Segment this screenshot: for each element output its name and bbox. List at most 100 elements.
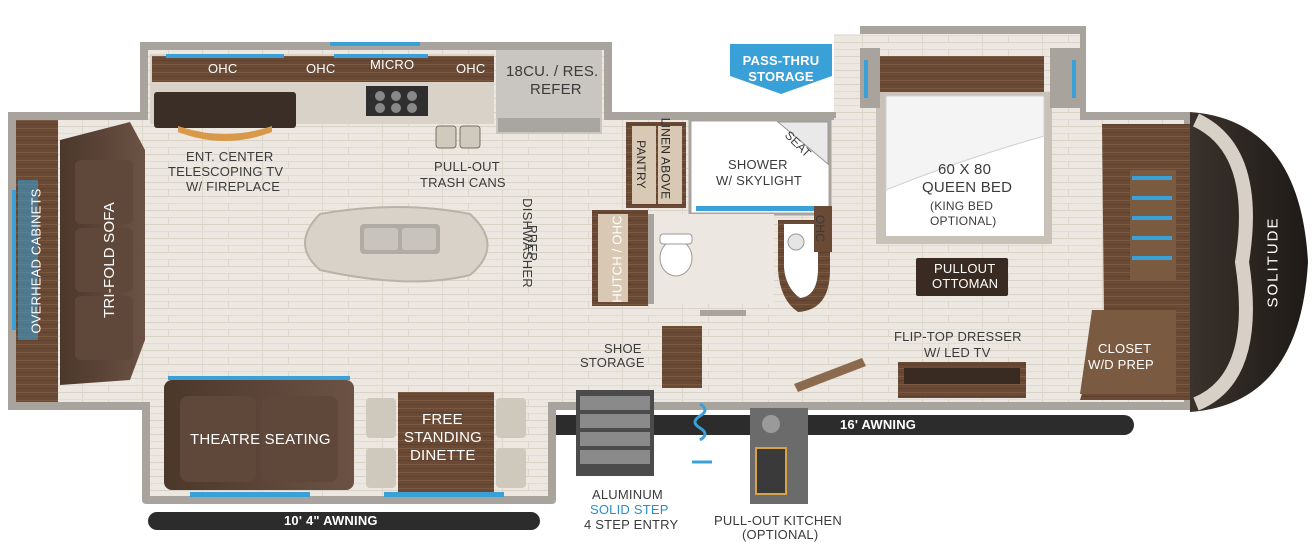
- ohc-right-cabinet: [432, 56, 494, 82]
- ent-center-label-3: w/ FIREPLACE: [186, 179, 281, 194]
- sofa-cushion-1: [75, 160, 133, 224]
- grill-icon: [755, 447, 787, 495]
- ottoman-label-1: PULLOUT: [934, 261, 996, 276]
- shoe-storage-cabinet: [662, 326, 702, 388]
- hutch-inner: [598, 214, 628, 302]
- queen-label-3: (KING BED: [930, 199, 994, 213]
- ohc-left-cabinet: [152, 56, 302, 82]
- overhead-cabinets-label: OVERHEAD CABINETS: [28, 188, 44, 334]
- sofa-cushion-2: [75, 228, 133, 292]
- dishwasher-label-2: PREP: [525, 224, 541, 262]
- theatre-seat-right: [262, 396, 338, 482]
- pass-thru-label-2: STORAGE: [748, 69, 814, 84]
- ent-center-base: [154, 92, 296, 128]
- refer-label-1: 18CU. / RES.: [506, 63, 599, 80]
- queen-label-1: 60 x 80: [938, 161, 992, 178]
- trash-label-1: PULL-OUT: [434, 159, 500, 174]
- theatre-light: [168, 376, 350, 380]
- pull-out-kitchen-label-2: (OPTIONAL): [742, 527, 819, 542]
- front-cap-swoosh: [1192, 113, 1253, 411]
- ent-center-label-2: TELESCOPING TV: [168, 164, 284, 179]
- step-label-3: 4 STEP ENTRY: [584, 517, 679, 532]
- kitchen-top-window: [330, 42, 420, 46]
- ohc-right-label: OHC: [456, 61, 486, 76]
- pullout-ottoman: [916, 258, 1008, 296]
- trifold-sofa-label: TRI-FOLD SOFA: [100, 202, 118, 318]
- shoe-storage-label-1: SHOE: [604, 341, 642, 356]
- ohc-mid-label: OHC: [306, 61, 336, 76]
- overhead-cabinets-light: [18, 180, 38, 340]
- dinette-chair-1: [366, 398, 396, 438]
- dinette-chair-4: [496, 448, 526, 488]
- water-hose-icon: [692, 402, 712, 464]
- bath-partition: [648, 214, 654, 304]
- pass-thru-label-1: PASS-THRU: [742, 53, 820, 68]
- left-wall-window: [12, 190, 16, 330]
- dinette-window: [384, 492, 504, 497]
- step-label-2: SOLID STEP: [590, 502, 669, 517]
- queen-label-4: OPTIONAL): [930, 214, 997, 228]
- shower-label-1: SHOWER: [728, 157, 788, 172]
- sofa-cushion-3: [75, 296, 133, 360]
- linen-above-label: LINEN ABOVE: [658, 117, 673, 200]
- ohc-left-label: OHC: [208, 61, 238, 76]
- toilet-icon: [659, 239, 693, 277]
- bathroom-wall: [686, 112, 836, 118]
- micro-light: [334, 54, 428, 58]
- refer-label-2: REFER: [530, 81, 582, 98]
- pantry-label: PANTRY: [633, 140, 648, 189]
- trash-can-2: [459, 125, 481, 149]
- dresser-label-2: w/ LED TV: [924, 345, 991, 360]
- bed-headboard: [880, 56, 1044, 96]
- ottoman-label-2: OTTOMAN: [932, 276, 999, 291]
- pass-thru-arrow-icon: [730, 44, 832, 94]
- fireplace-glow: [178, 126, 272, 141]
- theatre-label: THEATRE SEATING: [190, 431, 331, 448]
- trash-label-2: TRASH CANS: [420, 175, 506, 190]
- ohc-bath-label: OHC: [813, 214, 828, 243]
- dinette-table: [398, 392, 494, 492]
- linen-inner: [658, 126, 682, 204]
- awning-10-bar: [148, 512, 540, 530]
- hutch-label: HUTCH / OHC: [609, 215, 625, 303]
- pull-out-kitchen-label-1: PULL-OUT KITCHEN: [714, 513, 842, 528]
- awning-16-label: 16' AWNING: [840, 417, 917, 432]
- bedroom-door: [794, 358, 866, 392]
- ohc-left-light: [166, 54, 284, 58]
- dinette-label-1: FREE: [422, 411, 463, 428]
- awning-16-bar: [546, 415, 1134, 435]
- dinette-chair-3: [496, 398, 526, 438]
- awning-10-label: 10' 4" AWNING: [284, 513, 378, 528]
- step-label-1: ALUMINUM: [592, 487, 663, 502]
- closet-hangers: [1130, 170, 1176, 280]
- queen-label-2: QUEEN BED: [922, 179, 1013, 196]
- pass-thru-storage-badge: PASS-THRU STORAGE: [730, 44, 832, 94]
- dinette-label-3: DINETTE: [410, 447, 476, 464]
- bath-ohc: [814, 206, 832, 252]
- shower-seat: [776, 121, 829, 166]
- shoe-storage-label-2: STORAGE: [580, 355, 645, 370]
- bed-comforter-fold: [885, 95, 1045, 191]
- pantry-inner: [632, 126, 656, 204]
- closet-label-1: CLOSET: [1098, 341, 1152, 356]
- dresser-top: [904, 368, 1020, 384]
- bedroom-window-left: [864, 60, 868, 98]
- entry-wall: [700, 310, 746, 316]
- bedroom-window-right: [1072, 60, 1076, 98]
- brand-logo: SOLITUDE: [1264, 216, 1282, 308]
- theatre-window: [190, 492, 310, 497]
- nightstand-left: [860, 48, 880, 108]
- ohc-mid-cabinet: [302, 56, 338, 82]
- theatre-seat-left: [180, 396, 256, 482]
- closet-label-2: W/D PREP: [1088, 357, 1154, 372]
- closet-wd: [1080, 310, 1176, 394]
- micro-cabinet: [338, 56, 432, 82]
- bath-sink-icon: [787, 233, 805, 251]
- ent-center-label-1: ENT. CENTER: [186, 149, 274, 164]
- micro-label: MICRO: [370, 57, 415, 72]
- dinette-label-2: STANDING: [404, 429, 482, 446]
- dresser-label-1: FLIP-TOP DRESSER: [894, 329, 1022, 344]
- dinette-chair-2: [366, 448, 396, 488]
